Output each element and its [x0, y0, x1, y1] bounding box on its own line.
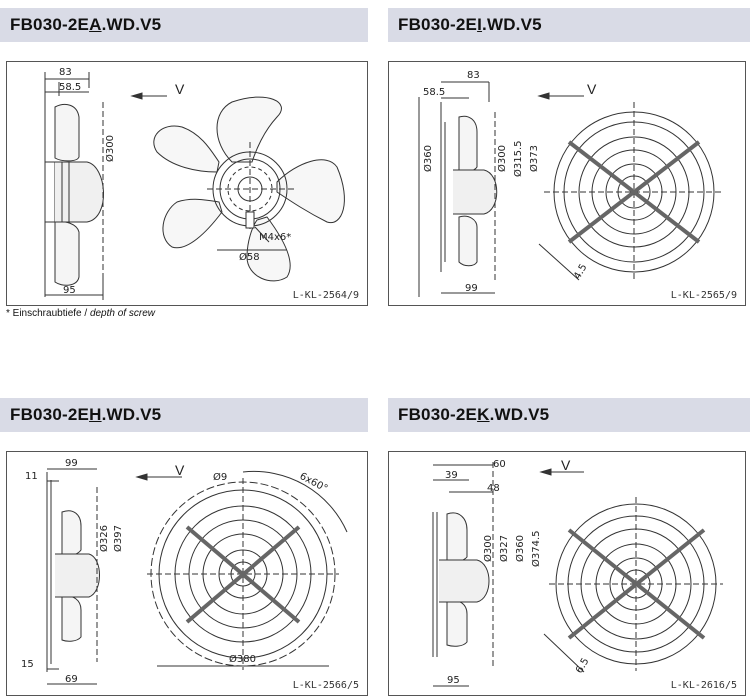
fan-drawing-h: 99 11 Ø326 Ø397 15 69 Ø9 6x60° Ø380 V — [21, 458, 348, 685]
dim-d300: Ø300 — [104, 135, 116, 162]
panel-i-title-prefix: FB030-2E — [398, 15, 478, 34]
panel-a-title-suffix: .WD.V5 — [101, 15, 162, 34]
panel-k-title-suffix: .WD.V5 — [489, 405, 550, 424]
drawing-code-i: L-KL-2565/9 — [670, 290, 737, 301]
dim-d373: Ø373 — [528, 145, 540, 172]
dim-d9: Ø9 — [213, 471, 227, 483]
panel-h-title-suffix: .WD.V5 — [101, 405, 162, 424]
fan-drawing-a: 83 58.5 Ø300 95 M4x6* Ø58 V — [44, 67, 345, 300]
dim-m4x6: M4x6* — [259, 232, 291, 243]
panel-a-title-variant: A — [89, 15, 102, 34]
dim-15: 15 — [21, 659, 34, 670]
dim-95: 95 — [63, 285, 76, 296]
dim-d327: Ø327 — [498, 535, 510, 562]
dim-39: 39 — [445, 470, 458, 481]
dim-d315-5: Ø315.5 — [512, 141, 524, 178]
dim-69: 69 — [65, 674, 78, 685]
view-direction-label: V — [561, 457, 571, 473]
dim-83: 83 — [467, 70, 480, 81]
view-direction-label: V — [587, 81, 597, 97]
panel-h-title-prefix: FB030-2E — [10, 405, 90, 424]
dim-99: 99 — [65, 458, 78, 469]
panel-i-title-suffix: .WD.V5 — [482, 15, 542, 34]
dim-d300: Ø300 — [482, 535, 494, 562]
panel-k-title-variant: K — [477, 405, 490, 424]
fan-drawing-i: 83 58.5 Ø360 Ø300 Ø315.5 Ø373 99 4.5 V — [418, 70, 724, 297]
panel-k-title-prefix: FB030-2E — [398, 405, 478, 424]
dim-d374-5: Ø374.5 — [530, 531, 542, 568]
panel-i-drawing: 83 58.5 Ø360 Ø300 Ø315.5 Ø373 99 4.5 V L… — [388, 61, 746, 306]
dim-d360: Ø360 — [514, 535, 526, 562]
panel-i-header: FB030-2EI.WD.V5 — [388, 8, 750, 42]
dim-58-5: 58.5 — [423, 87, 445, 98]
panel-k-header: FB030-2EK.WD.V5 — [388, 398, 750, 432]
dim-d380: Ø380 — [229, 653, 256, 665]
panel-a-header: FB030-2EA.WD.V5 — [0, 8, 368, 42]
panel-a-drawing: 83 58.5 Ø300 95 M4x6* Ø58 V L-KL-2564/9 — [6, 61, 368, 306]
footnote: * Einschraubtiefe / depth of screw — [6, 308, 155, 319]
panel-i-title-variant: I — [477, 15, 483, 34]
dim-d397: Ø397 — [112, 525, 124, 552]
panel-h-title-variant: H — [89, 405, 102, 424]
dim-d300: Ø300 — [496, 145, 508, 172]
drawing-code-k: L-KL-2616/5 — [670, 680, 737, 691]
dim-d58: Ø58 — [239, 251, 260, 263]
dim-11: 11 — [25, 471, 38, 482]
panel-h-drawing: 99 11 Ø326 Ø397 15 69 Ø9 6x60° Ø380 V L-… — [6, 451, 368, 696]
dim-83: 83 — [59, 67, 72, 78]
panel-h-header: FB030-2EH.WD.V5 — [0, 398, 368, 432]
dim-d326: Ø326 — [98, 525, 110, 552]
fan-drawing-k: 60 39 48 Ø300 Ø327 Ø360 Ø374.5 95 6.5 V — [432, 457, 723, 687]
drawing-code-h: L-KL-2566/5 — [292, 680, 359, 691]
dim-d360: Ø360 — [422, 145, 434, 172]
dim-6-5: 6.5 — [574, 656, 591, 675]
dim-60: 60 — [493, 459, 506, 470]
dim-95: 95 — [447, 675, 460, 686]
view-direction-label: V — [175, 81, 185, 97]
dim-4-5: 4.5 — [572, 262, 589, 281]
dim-58-5: 58.5 — [59, 82, 81, 93]
view-direction-label: V — [175, 462, 185, 478]
dim-99: 99 — [465, 283, 478, 294]
panel-k-drawing: 60 39 48 Ø300 Ø327 Ø360 Ø374.5 95 6.5 V … — [388, 451, 746, 696]
panel-a-title-prefix: FB030-2E — [10, 15, 90, 34]
dim-48: 48 — [487, 483, 500, 494]
drawing-code-a: L-KL-2564/9 — [292, 290, 359, 301]
